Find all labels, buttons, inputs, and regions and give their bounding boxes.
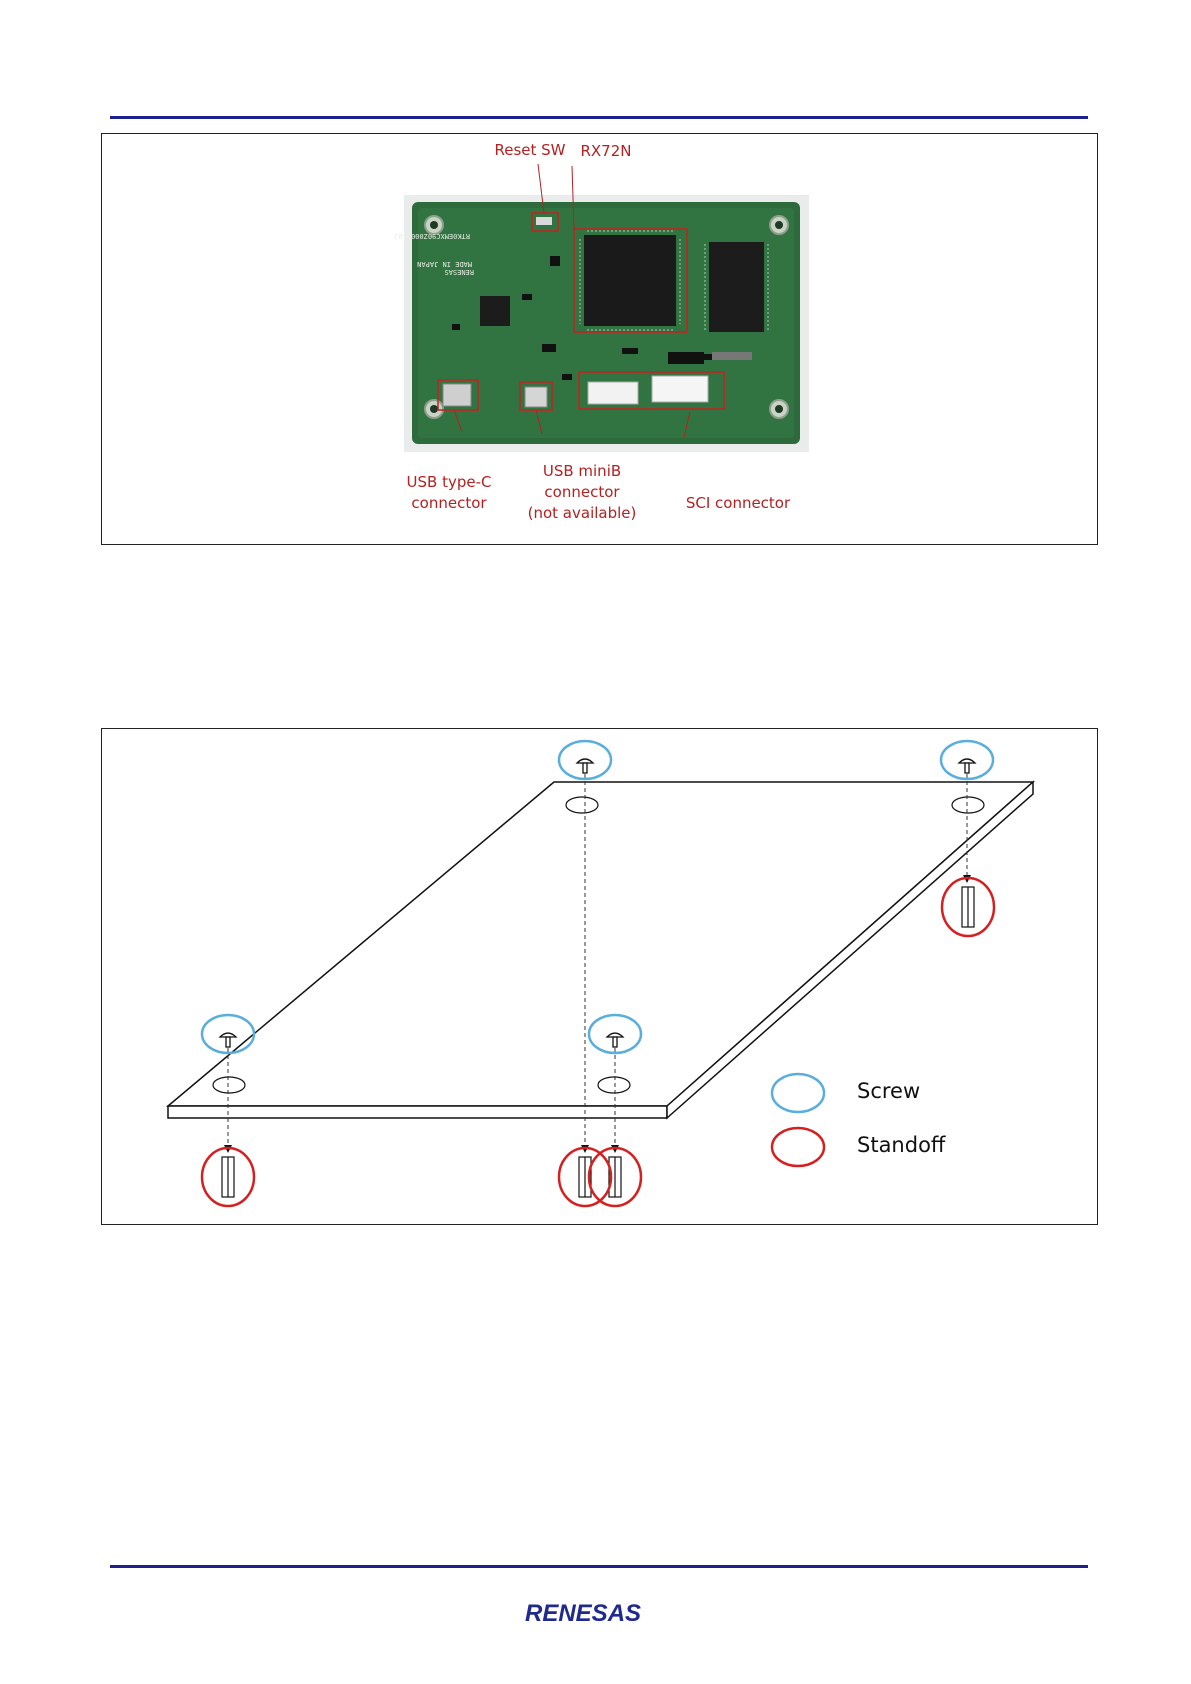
svg-text:RENESAS: RENESAS [525,1600,641,1627]
silkscreen-part-number: RTK0EMXC90Z00001BJ [394,232,470,240]
header-rule [110,116,1088,119]
sci-connector-1 [588,382,638,404]
usb-type-c-connector [443,384,471,406]
footer-rule [110,1565,1088,1568]
sci-connector-label: SCI connector [668,493,808,514]
sci-connector-2 [652,376,708,402]
silkscreen-origin: MADE IN JAPAN [417,260,472,268]
silkscreen-brand: RENESAS [444,268,474,276]
legend-screw-icon [772,1074,824,1112]
renesas-logo: RENESAS [525,1597,675,1627]
rx72n-label: RX72N [566,141,646,162]
rx72n-chip [584,235,676,326]
assembly-figure-frame: Screw Standoff [101,728,1098,1225]
usb-type-c-label: USB type-C connector [384,472,514,514]
legend-screw-label: Screw [857,1079,920,1103]
board-plate [168,782,1033,1118]
usb-minib-label: USB miniB connector (not available) [517,461,647,524]
usb-minib-connector [525,387,547,407]
assembly-drawing [102,729,1099,1226]
board-figure-frame: RTK0EMXC90Z00001BJ MADE IN JAPAN RENESAS… [101,133,1098,545]
legend-standoff-label: Standoff [857,1133,945,1157]
legend-standoff-icon [772,1128,824,1166]
reset-sw-label: Reset SW [480,140,580,161]
